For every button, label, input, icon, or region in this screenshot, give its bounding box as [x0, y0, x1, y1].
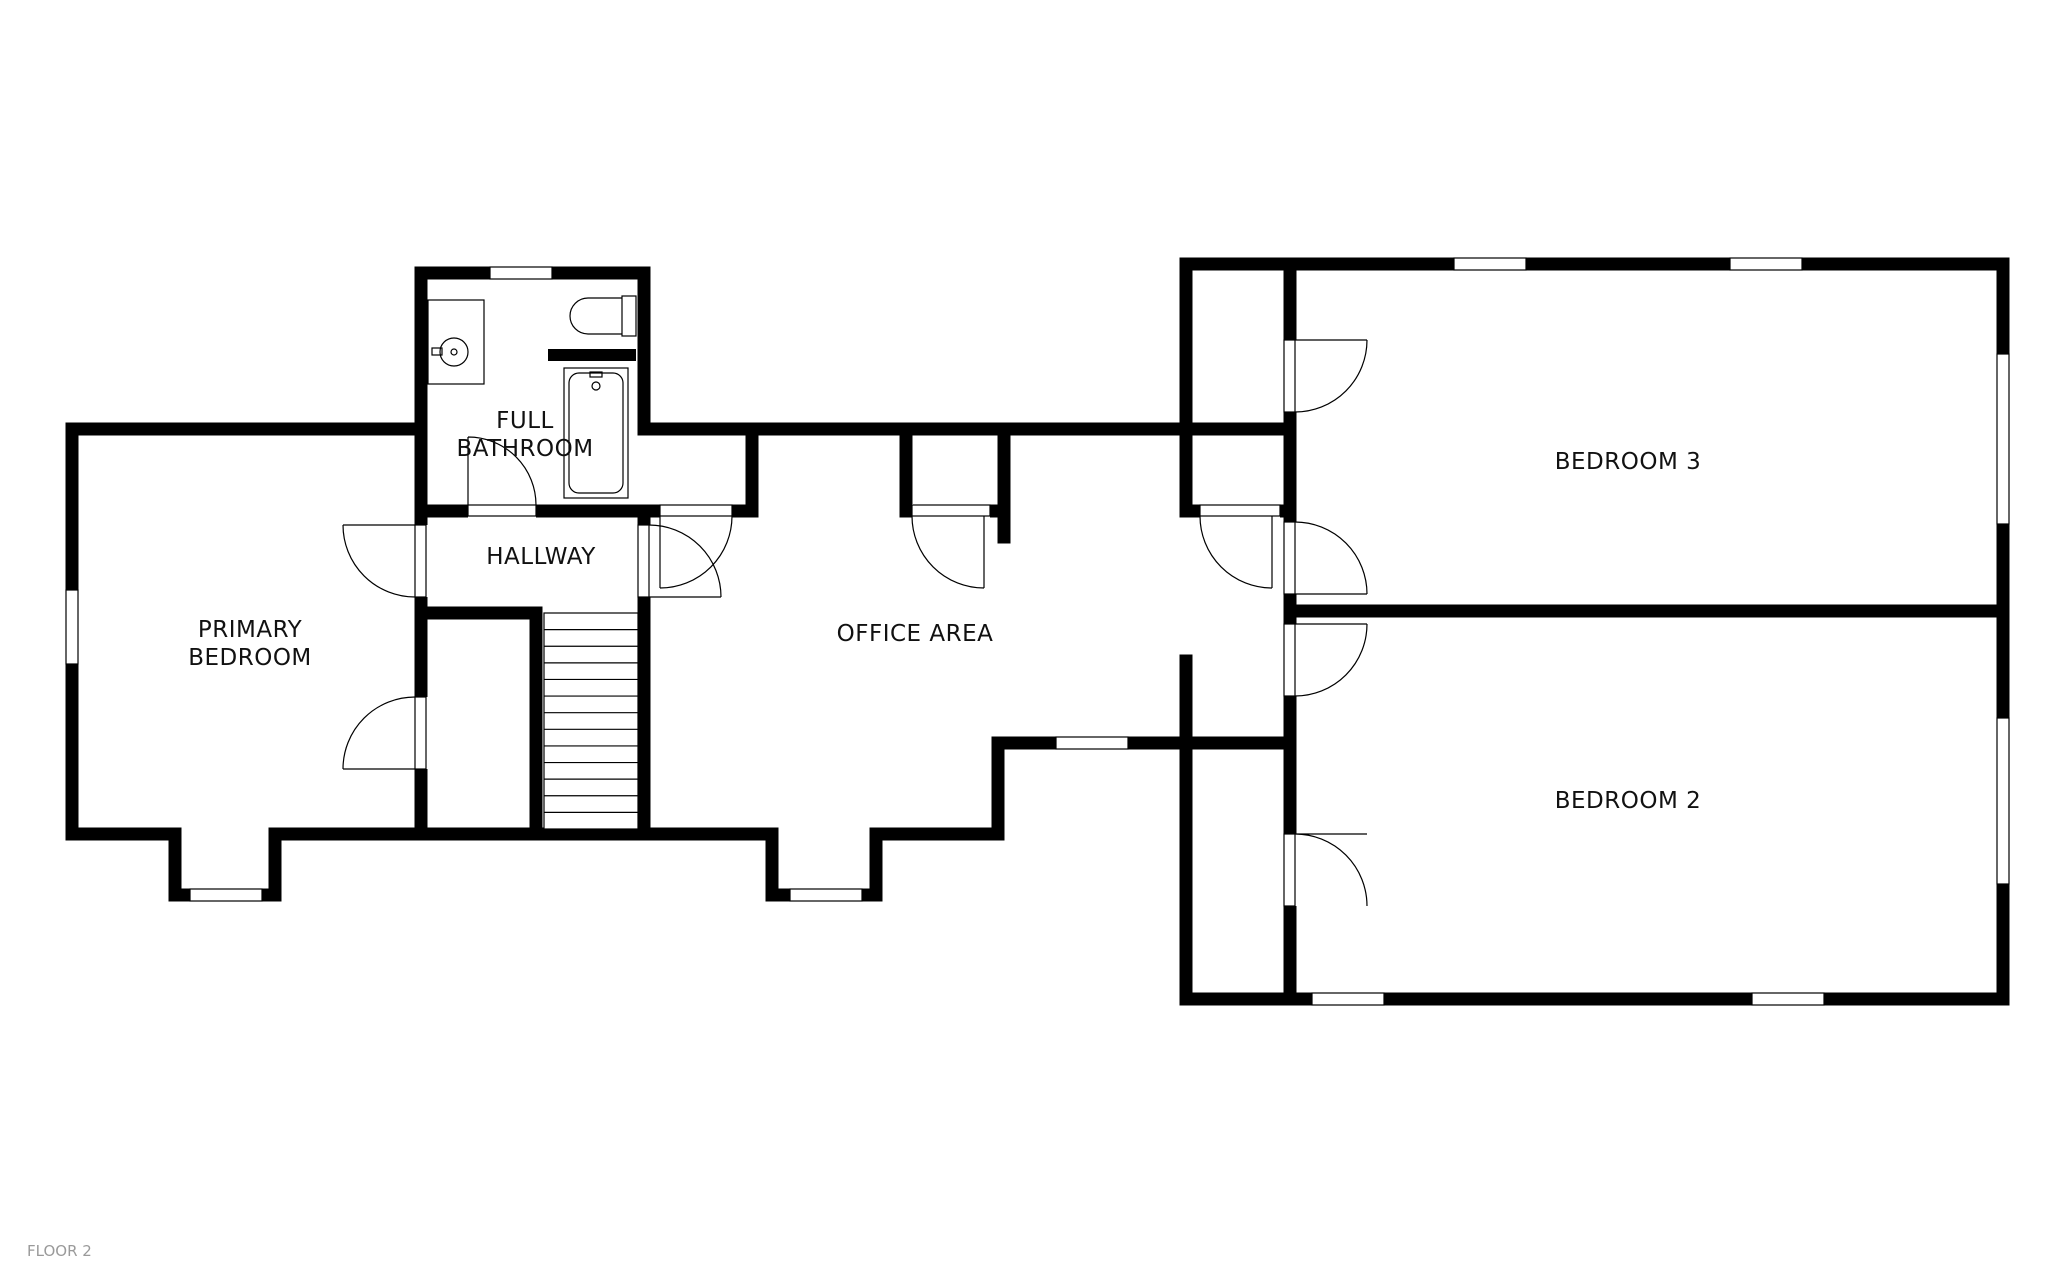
- door-hallway-east: [648, 524, 722, 598]
- window-bedroom2-south-1: [1311, 992, 1385, 1006]
- door-bedroom3-closet: [1294, 339, 1368, 413]
- label-primary-bedroom-line2: BEDROOM: [188, 645, 312, 671]
- door-closet-hallway: [659, 515, 733, 589]
- door-bedroom2: [1294, 623, 1368, 697]
- wall-linen-closet: [1179, 422, 1297, 518]
- vanity: [427, 299, 485, 385]
- sink-icon: [439, 337, 469, 367]
- wall-bedroom-wing: [1179, 257, 2010, 1006]
- wall-south-main: [409, 736, 1187, 902]
- label-hallway: HALLWAY: [486, 544, 596, 570]
- toilet-icon: [569, 297, 622, 335]
- door-primary-hallway: [342, 524, 416, 598]
- walls: [65, 257, 2010, 1006]
- label-full-bathroom-line2: BATHROOM: [456, 436, 593, 462]
- wall-closet-west: [637, 422, 759, 518]
- room-labels: FULL BATHROOM HALLWAY PRIMARY BEDROOM OF…: [188, 408, 1701, 814]
- wall-hallway-south: [414, 606, 543, 841]
- label-office-area: OFFICE AREA: [837, 621, 994, 647]
- door-primary-closet: [342, 696, 416, 770]
- door-bathroom: [467, 436, 537, 506]
- wall-primary-bedroom: [65, 422, 423, 902]
- windows: [65, 257, 2010, 1006]
- label-primary-bedroom-line1: PRIMARY: [198, 617, 303, 643]
- bathtub-icon: [563, 367, 629, 499]
- door-linen-closet: [1199, 515, 1273, 589]
- window-bedroom3-north-2: [1729, 257, 1803, 271]
- floor-label: FLOOR 2: [27, 1242, 92, 1260]
- window-bathroom: [489, 266, 553, 280]
- doors: [342, 339, 1368, 907]
- window-primary-bay: [189, 888, 263, 902]
- label-full-bathroom-line1: FULL: [496, 408, 554, 434]
- window-bedroom3-north-1: [1453, 257, 1527, 271]
- stairs: [543, 612, 639, 830]
- door-bedroom2-closet: [1294, 833, 1368, 907]
- window-primary-west: [65, 589, 79, 665]
- wall-office-closet: [899, 422, 1011, 544]
- bathroom-fixtures: [427, 295, 637, 499]
- window-office-south: [1055, 736, 1129, 750]
- label-bedroom-2: BEDROOM 2: [1555, 788, 1702, 814]
- door-office-closet: [911, 515, 985, 589]
- window-office-bay: [789, 888, 863, 902]
- toilet-tank: [621, 295, 637, 337]
- window-bedroom3-east: [1996, 353, 2010, 525]
- window-bedroom2-east: [1996, 717, 2010, 885]
- label-bedroom-3: BEDROOM 3: [1555, 449, 1702, 475]
- door-bedroom3: [1294, 521, 1368, 595]
- window-bedroom2-south-2: [1751, 992, 1825, 1006]
